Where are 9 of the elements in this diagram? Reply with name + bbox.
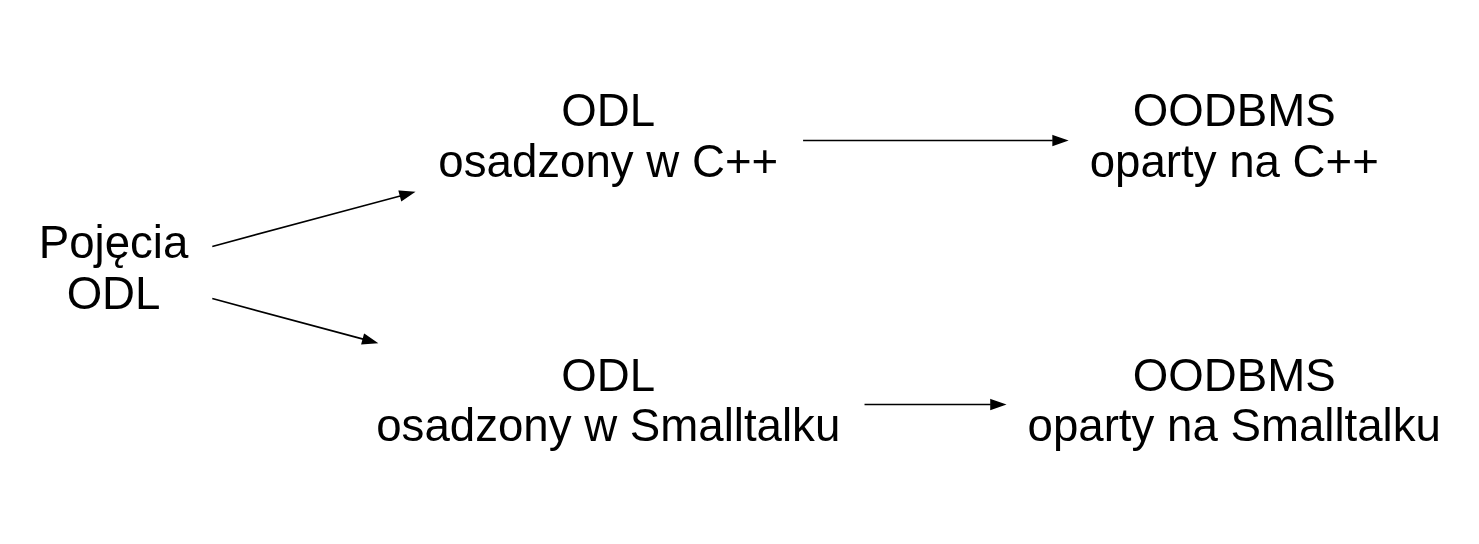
arrow bbox=[802, 134, 1069, 146]
node-text: OODBMS oparty na Smalltalku bbox=[1027, 349, 1441, 451]
node-text: ODL osadzony w Smalltalku bbox=[376, 349, 841, 451]
node-text: ODL osadzony w C++ bbox=[438, 84, 779, 187]
arrow bbox=[863, 398, 1007, 410]
node-text: Pojęcia ODL bbox=[38, 216, 189, 319]
arrow bbox=[211, 297, 379, 344]
arrow bbox=[211, 190, 416, 247]
node-text: OODBMS oparty na C++ bbox=[1089, 84, 1379, 187]
